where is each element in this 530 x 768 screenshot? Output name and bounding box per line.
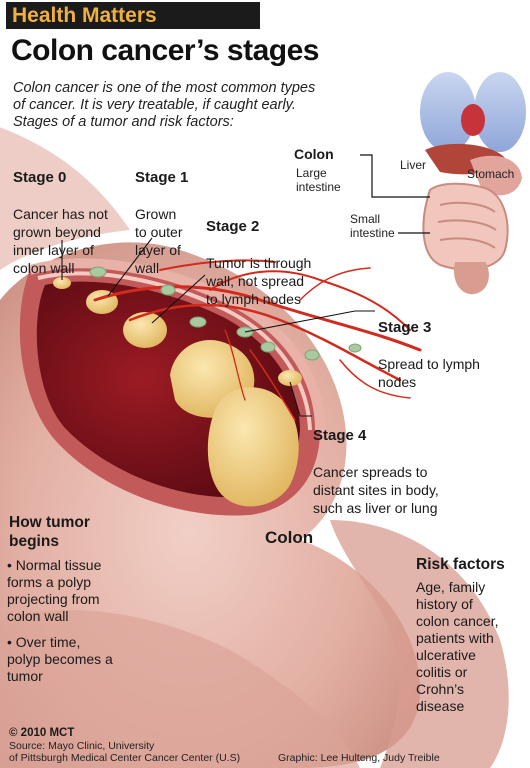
- leader-lines: [61, 237, 375, 417]
- anatomy-small-intestine-label: Small intestine: [350, 212, 395, 240]
- tumor-stage-2: [123, 312, 167, 348]
- stage-4-desc: Cancer spreads to distant sites in body,…: [313, 464, 439, 516]
- stage-1: Stage 1 Grown to outer layer of wall: [135, 151, 215, 295]
- stage-0-desc: Cancer has not grown beyond inner layer …: [13, 206, 108, 276]
- anatomy-colon-label: Colon: [294, 146, 334, 162]
- stage-3: Stage 3 Spread to lymph nodes: [378, 301, 518, 409]
- stage-0: Stage 0 Cancer has not grown beyond inne…: [13, 151, 133, 295]
- stage-4: Stage 4 Cancer spreads to distant sites …: [313, 409, 513, 535]
- how-tumor-point-1: • Normal tissue forms a polyp projecting…: [7, 557, 102, 624]
- how-tumor-title: How tumor begins: [9, 514, 90, 550]
- stage-2: Stage 2 Tumor is through wall, not sprea…: [206, 200, 356, 326]
- intro-text: Colon cancer is one of the most common t…: [13, 80, 316, 130]
- blood-vessels: [93, 259, 422, 421]
- stage-3-desc: Spread to lymph nodes: [378, 356, 480, 390]
- lymph-nodes: [89, 266, 362, 361]
- stage-1-desc: Grown to outer layer of wall: [135, 206, 183, 276]
- risk-factors-body: Age, family history of colon cancer, pat…: [416, 579, 499, 714]
- anatomy-liver-label: Liver: [400, 158, 427, 172]
- graphic-credit: Graphic: Lee Hulteng, Judy Treible: [278, 752, 440, 764]
- stage-0-title: Stage 0: [13, 169, 67, 186]
- copyright: © 2010 MCT: [9, 727, 75, 739]
- stage-4-title: Stage 4: [313, 427, 367, 444]
- colon-label: Colon: [265, 528, 314, 547]
- risk-factors-title: Risk factors: [416, 556, 505, 573]
- how-tumor-point-2: • Over time, polyp becomes a tumor: [7, 634, 113, 684]
- source-credit: Source: Mayo Clinic, University of Pitts…: [9, 740, 241, 764]
- stage-3-title: Stage 3: [378, 319, 432, 336]
- anatomy-stomach-label: Stomach: [467, 167, 515, 181]
- tumor-stage-4: [207, 387, 299, 507]
- page-title: Colon cancer’s stages: [11, 34, 319, 67]
- anatomy-large-intestine-label: Large intestine: [296, 166, 341, 194]
- stage-1-title: Stage 1: [135, 169, 189, 186]
- stage-2-title: Stage 2: [206, 218, 260, 235]
- anatomy-inset: [360, 72, 526, 295]
- stage-2-desc: Tumor is through wall, not spread to lym…: [206, 255, 312, 307]
- tumor-stage-0: [53, 277, 71, 289]
- banner: Health Matters: [6, 2, 260, 29]
